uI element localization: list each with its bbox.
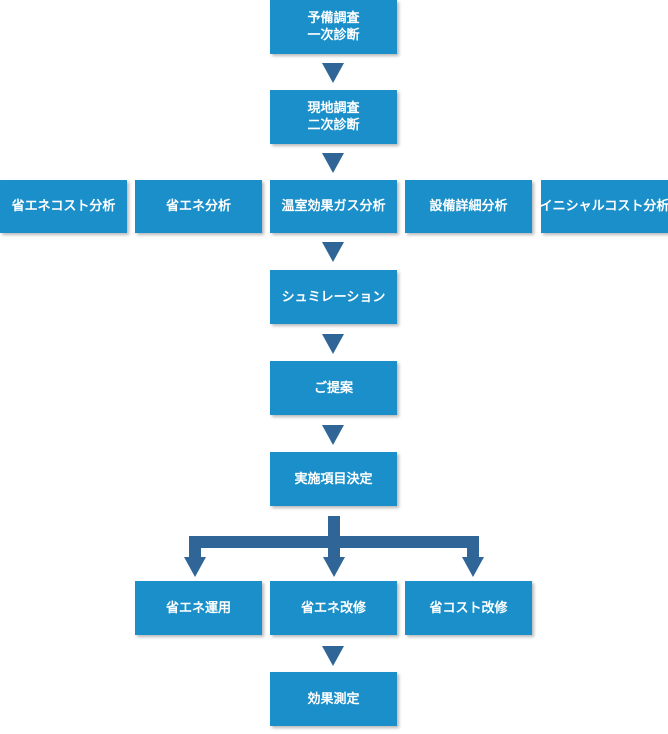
step-measurement: 効果測定	[270, 672, 397, 726]
step-preliminary-survey-line1: 予備調査	[307, 11, 360, 26]
down-arrow-3	[322, 242, 344, 262]
step-onsite-survey-line2: 二次診断	[307, 118, 360, 133]
step-simulation: シュミレーション	[270, 270, 397, 324]
outcome-cost-renovation-label: 省コスト改修	[429, 600, 508, 616]
step-measurement-label: 効果測定	[307, 691, 360, 707]
branch-left-drop	[189, 536, 201, 559]
step-decision: 実施項目決定	[270, 452, 397, 506]
down-arrow-1	[322, 63, 344, 83]
analysis-initial-cost: イニシャルコスト分析	[539, 180, 668, 233]
step-onsite-survey: 現地調査 二次診断	[270, 90, 397, 144]
step-decision-label: 実施項目決定	[294, 471, 373, 487]
branch-right-arrowhead	[462, 557, 484, 577]
outcome-cost-renovation: 省コスト改修	[405, 581, 532, 635]
step-preliminary-survey-line2: 一次診断	[307, 28, 360, 43]
analysis-initial-cost-label: イニシャルコスト分析	[539, 199, 668, 214]
branch-center-arrowhead	[323, 557, 345, 577]
branch-left-arrowhead	[184, 557, 206, 577]
step-proposal-label: ご提案	[313, 380, 353, 396]
analysis-equipment-detail: 設備詳細分析	[405, 180, 532, 233]
step-onsite-survey-line1: 現地調査	[307, 101, 360, 116]
step-simulation-label: シュミレーション	[281, 289, 386, 305]
branch-right-drop	[467, 536, 479, 559]
analysis-greenhouse-gas-label: 温室効果ガス分析	[281, 199, 386, 214]
down-arrow-2	[322, 153, 344, 173]
analysis-equipment-detail-label: 設備詳細分析	[429, 199, 508, 214]
analysis-energy-cost-label: 省エネコスト分析	[11, 199, 116, 214]
step-proposal: ご提案	[270, 361, 397, 415]
down-arrow-6	[322, 646, 344, 666]
outcome-energy-renovation-label: 省エネ改修	[300, 600, 366, 616]
outcome-energy-renovation: 省エネ改修	[270, 581, 397, 635]
outcome-energy-operation: 省エネ運用	[135, 581, 262, 635]
analysis-energy-saving: 省エネ分析	[135, 180, 262, 233]
analysis-greenhouse-gas: 温室効果ガス分析	[270, 180, 397, 233]
branch-center-drop	[328, 536, 340, 559]
branch-stem	[328, 516, 340, 537]
analysis-energy-cost: 省エネコスト分析	[0, 180, 127, 233]
step-preliminary-survey: 予備調査 一次診断	[270, 0, 397, 54]
down-arrow-5	[322, 425, 344, 445]
down-arrow-4	[322, 334, 344, 354]
analysis-energy-saving-label: 省エネ分析	[165, 199, 231, 214]
outcome-energy-operation-label: 省エネ運用	[165, 600, 231, 616]
